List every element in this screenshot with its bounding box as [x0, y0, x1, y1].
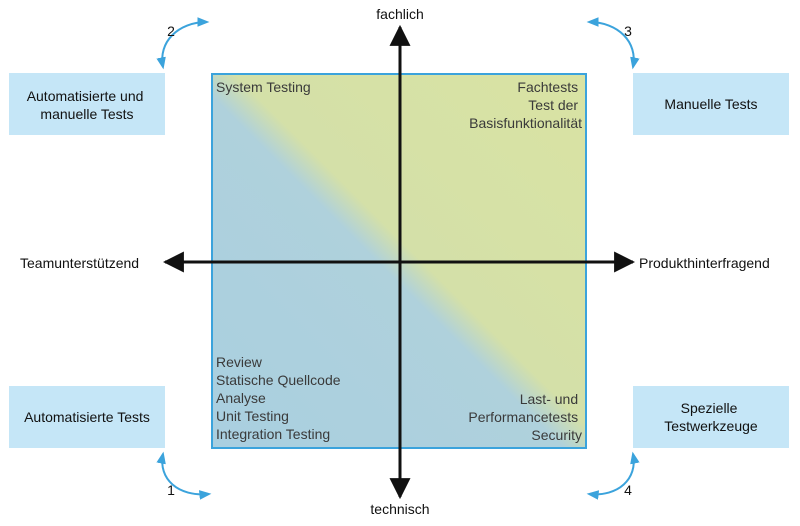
- quadrant-text-bottom-right: Last- und Performancetests Security: [468, 391, 582, 443]
- axis-label-top: fachlich: [376, 6, 423, 22]
- axis-label-bottom: technisch: [370, 501, 429, 517]
- quadrant-number-3: 3: [624, 23, 632, 39]
- svg-text:Automatisierte und manue: Automatisierte und manuelle Tests: [27, 88, 148, 122]
- quadrant-number-4: 4: [624, 482, 632, 498]
- quadrant-number-1: 1: [167, 482, 175, 498]
- quadrant-text-bottom-left: Review Statische Quellcode Analyse Unit …: [216, 354, 344, 442]
- corner-box-bottom-left: Automatisierte Tests: [9, 386, 165, 448]
- corner-box-bottom-right: Spezielle Testwerkzeuge: [633, 386, 789, 448]
- corner-box-top-right: Manuelle Tests: [633, 73, 789, 135]
- axis-label-right: Produkthinterfragend: [639, 255, 770, 271]
- svg-text:Manuelle Tests: Manuelle Tests: [664, 96, 757, 112]
- axis-label-left: Teamunterstützend: [20, 255, 139, 271]
- quadrant-text-top-right: Fachtests Test der Basisfunktionalität: [469, 79, 582, 131]
- svg-text:Automatisierte Tests: Automatisierte Tests: [24, 409, 150, 425]
- curved-arrow-top-left: [156, 17, 210, 70]
- curved-arrow-bottom-right: [586, 451, 640, 500]
- curved-arrow-bottom-left: [156, 451, 212, 500]
- quadrant-number-2: 2: [167, 23, 175, 39]
- corner-box-top-left: Automatisierte und manuelle Tests: [9, 73, 165, 135]
- svg-text:Spezielle Testwerkzeuge: Spezielle Testwerkzeuge: [664, 400, 758, 434]
- quadrant-text-top-left: System Testing: [216, 79, 311, 95]
- curved-arrow-top-right: [586, 17, 640, 70]
